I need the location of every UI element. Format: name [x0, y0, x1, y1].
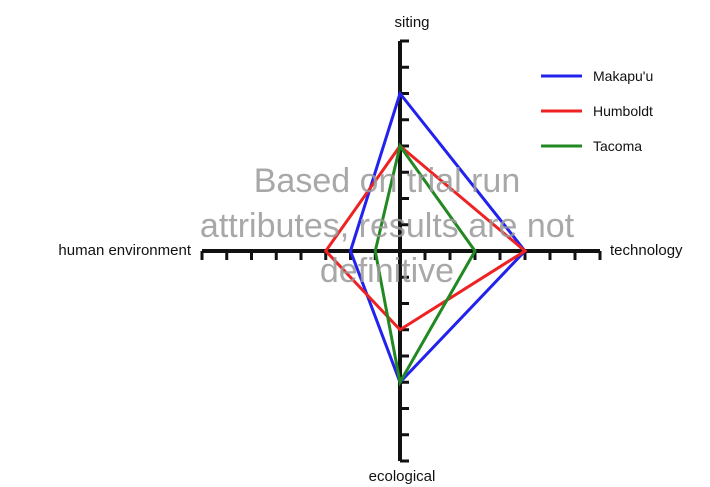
series-humboldt-outline [323, 143, 528, 332]
annotation-line-3: definitive [320, 252, 454, 290]
axis-label-ecological: ecological [369, 468, 436, 485]
annotation-line-2: attributes, results are not [200, 207, 575, 245]
annotation-watermark: Based on trial run attributes, results a… [200, 162, 575, 290]
axis-label-technology: technology [610, 242, 683, 259]
legend-label-makapuu: Makapu'u [593, 68, 653, 84]
annotation-line-1: Based on trial run [254, 162, 521, 200]
series-tacoma-outline [373, 142, 477, 387]
series-lines [323, 90, 528, 387]
axis-label-human-environment: human environment [58, 242, 191, 259]
legend-label-tacoma: Tacoma [593, 138, 642, 154]
axes [200, 39, 602, 463]
legend: Makapu'u Humboldt Tacoma [541, 68, 653, 154]
legend-label-humboldt: Humboldt [593, 103, 653, 119]
axis-label-siting: siting [394, 14, 429, 31]
